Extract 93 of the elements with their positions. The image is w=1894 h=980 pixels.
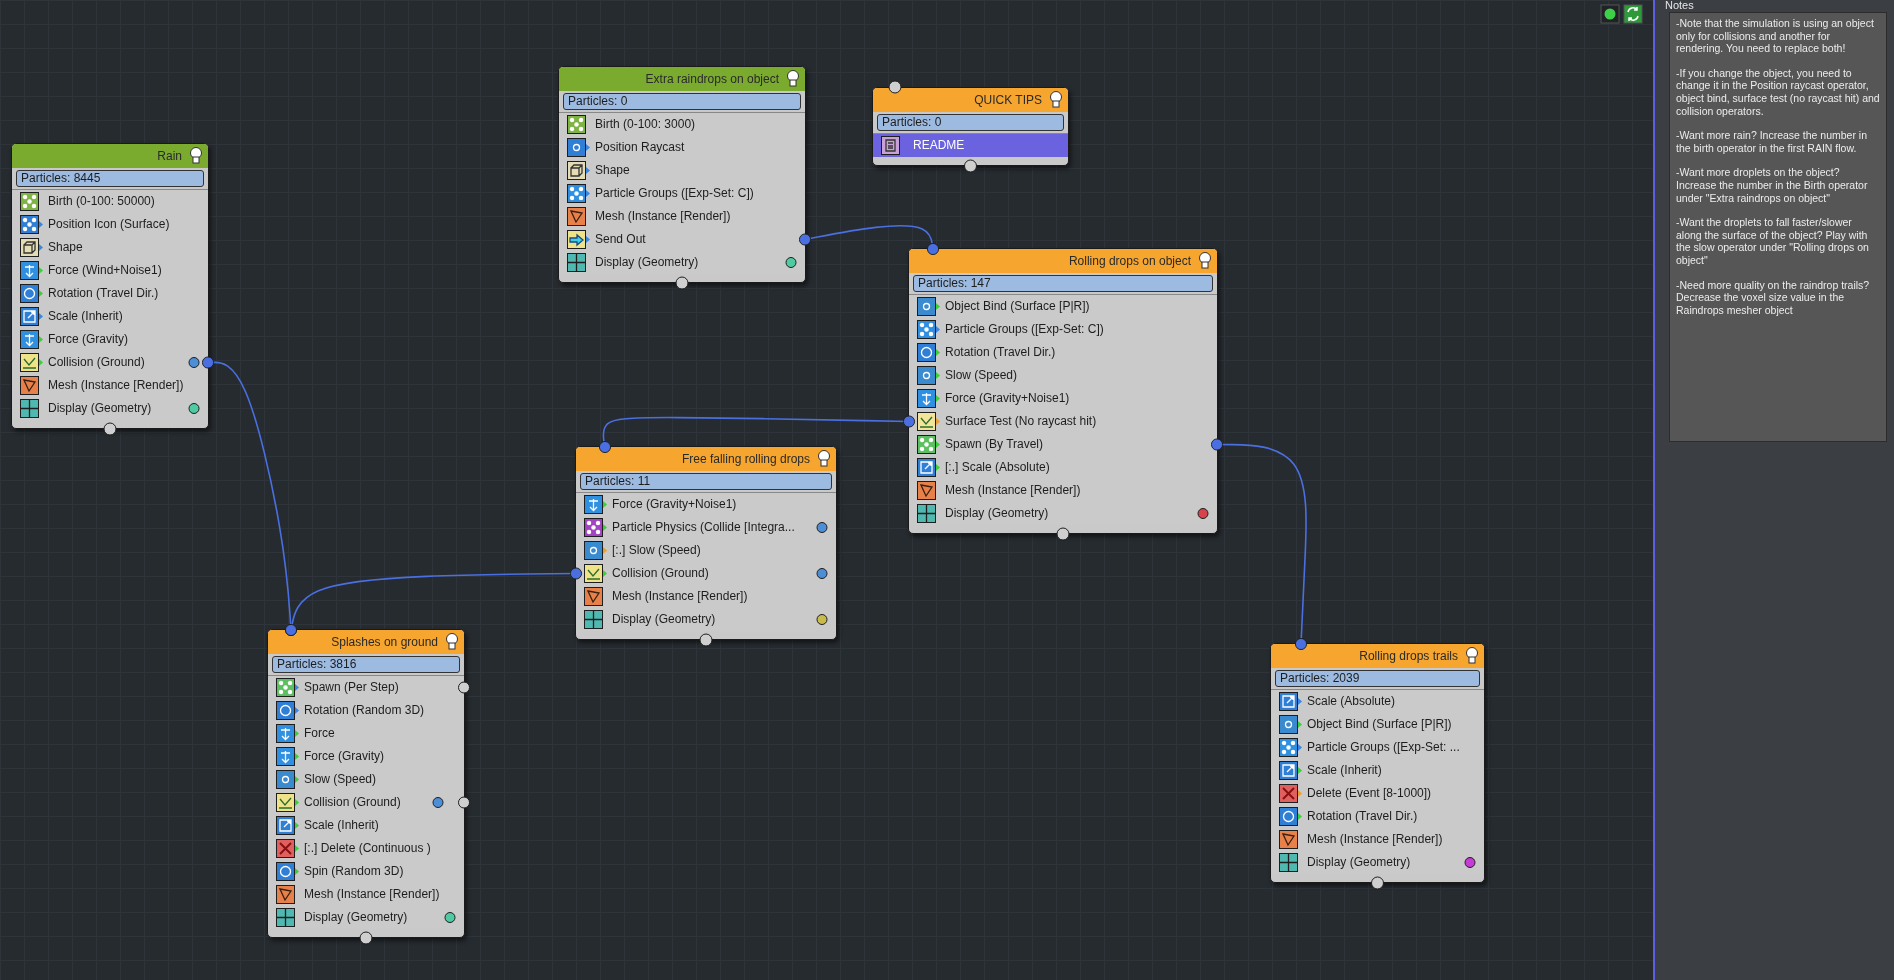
notes-panel <box>1653 0 1894 980</box>
operator-row <box>909 295 1217 318</box>
note-text: -Need more quality on the raindrop trails? Decrease the voxel size value in the Raindrops mesher object <box>1676 278 1871 317</box>
event-title: Rolling drops on object <box>1068 254 1191 268</box>
operator-label: Force (Wind+Noise1) <box>48 263 162 277</box>
note-text: -Want more droplets on the object? Increase the number in the Birth operator under "Extra raindrops on object" <box>1676 166 1869 205</box>
event-title: Extra raindrops on object <box>645 72 779 86</box>
operator-label: Slow (Speed) <box>945 368 1018 382</box>
operator-label: Mesh (Instance [Render]) <box>595 209 731 223</box>
operator-row <box>12 190 208 213</box>
operator-label: Mesh (Instance [Render]) <box>304 887 440 901</box>
panel-title: Notes <box>1665 0 1694 11</box>
operator-label: Delete (Event [8-1000]) <box>1307 786 1432 800</box>
operator-label: Mesh (Instance [Render]) <box>48 378 184 392</box>
event-node <box>11 143 209 429</box>
particle-count: Particles: 8445 <box>16 170 204 187</box>
particle-count: Particles: 147 <box>913 275 1213 292</box>
operator-label: Mesh (Instance [Render]) <box>612 589 748 603</box>
event-node <box>1270 643 1485 883</box>
connector <box>284 567 583 637</box>
note-text: -Note that the simulation is using an object only for collisions and another for rendering. You need to replace both! <box>1676 17 1875 55</box>
operator-label: Rotation (Travel Dir.) <box>1307 809 1418 823</box>
operator-label: Display (Geometry) <box>945 506 1049 520</box>
operator-label: Mesh (Instance [Render]) <box>1307 832 1443 846</box>
operator-label: Display (Geometry) <box>304 910 408 924</box>
operator-row <box>1271 690 1484 713</box>
operator-label: Particle Groups ([Exp-Set: ... <box>1307 740 1460 754</box>
particle-count: Particles: 0 <box>563 93 801 110</box>
operator-label: Collision (Ground) <box>304 795 401 809</box>
operator-row <box>559 113 805 136</box>
operator-label: Force (Gravity) <box>48 332 128 346</box>
note-text: -Want more rain? Increase the number in the birth operator in the first RAIN flow. <box>1676 129 1869 155</box>
operator-label: [:.] Slow (Speed) <box>612 543 701 557</box>
operator-label: Spawn (By Travel) <box>945 437 1044 451</box>
operator-label: Position Raycast <box>595 140 685 154</box>
particle-count: Particles: 0 <box>877 114 1064 131</box>
operator-label: Display (Geometry) <box>1307 855 1411 869</box>
event-title: Splashes on ground <box>331 635 438 649</box>
operator-label: Force (Gravity+Noise1) <box>945 391 1070 405</box>
operator-label: Scale (Inherit) <box>304 818 379 832</box>
operator-label: Scale (Inherit) <box>48 309 123 323</box>
operator-label: [:.] Scale (Absolute) <box>945 460 1050 474</box>
operator-label: Slow (Speed) <box>304 772 377 786</box>
operator-label: [:.] Delete (Continuous ) <box>304 841 431 855</box>
operator-label: Rotation (Travel Dir.) <box>945 345 1056 359</box>
highlighted-row <box>873 134 1068 157</box>
connector <box>598 415 916 454</box>
connector <box>1210 438 1308 651</box>
operator-label: Force (Gravity) <box>304 749 384 763</box>
event-node <box>575 446 837 640</box>
operator-label: Rotation (Travel Dir.) <box>48 286 159 300</box>
operator-label: Particle Groups ([Exp-Set: C]) <box>945 322 1104 336</box>
event-node <box>908 248 1218 534</box>
operator-label: Position Icon (Surface) <box>48 217 170 231</box>
event-title: Rolling drops trails <box>1359 649 1458 663</box>
operator-label: Collision (Ground) <box>48 355 145 369</box>
operator-label: Display (Geometry) <box>612 612 716 626</box>
operator-label: Surface Test (No raycast hit) <box>945 414 1097 428</box>
operator-label: Particle Groups ([Exp-Set: C]) <box>595 186 754 200</box>
operator-label: Object Bind (Surface [P|R]) <box>945 299 1090 313</box>
operator-label: Scale (Inherit) <box>1307 763 1382 777</box>
connector <box>798 224 940 256</box>
operator-label: Collision (Ground) <box>612 566 709 580</box>
event-title: Free falling rolling drops <box>681 452 810 466</box>
operator-label: Display (Geometry) <box>48 401 152 415</box>
event-node <box>872 87 1069 166</box>
operator-label: Mesh (Instance [Render]) <box>945 483 1081 497</box>
operator-label: README <box>913 138 965 152</box>
operator-label: Object Bind (Surface [P|R]) <box>1307 717 1452 731</box>
particle-count: Particles: 3816 <box>272 656 460 673</box>
operator-label: Force (Gravity+Noise1) <box>612 497 737 511</box>
event-node <box>267 629 465 938</box>
event-title: Rain <box>157 149 182 163</box>
note-text: -Want the droplets to fall faster/slower along the surface of the object? Play with the slow operator under "Rolling drops on object" <box>1676 216 1870 267</box>
note-text: -If you change the object, you need to change it in the Position raycast operator, object bind, surface test (no raycast hit) and collision operators. <box>1676 66 1880 118</box>
operator-label: Rotation (Random 3D) <box>304 703 425 717</box>
operator-row <box>268 676 464 699</box>
operator-label: Birth (0-100: 50000) <box>48 194 155 208</box>
operator-row <box>576 493 836 516</box>
event-title: QUICK TIPS <box>974 93 1042 107</box>
operator-label: Scale (Absolute) <box>1307 694 1396 708</box>
operator-label: Shape <box>48 240 83 254</box>
event-node <box>558 66 806 283</box>
operator-label: Shape <box>595 163 630 177</box>
operator-label: Birth (0-100: 3000) <box>595 117 696 131</box>
operator-label: Force <box>304 726 335 740</box>
particle-count: Particles: 11 <box>580 473 832 490</box>
operator-label: Spawn (Per Step) <box>304 680 399 694</box>
operator-label: Spin (Random 3D) <box>304 864 404 878</box>
operator-label: Send Out <box>595 232 646 246</box>
operator-label: Particle Physics (Collide [Integra... <box>612 520 795 534</box>
operator-label: Display (Geometry) <box>595 255 699 269</box>
particle-count: Particles: 2039 <box>1275 670 1480 687</box>
